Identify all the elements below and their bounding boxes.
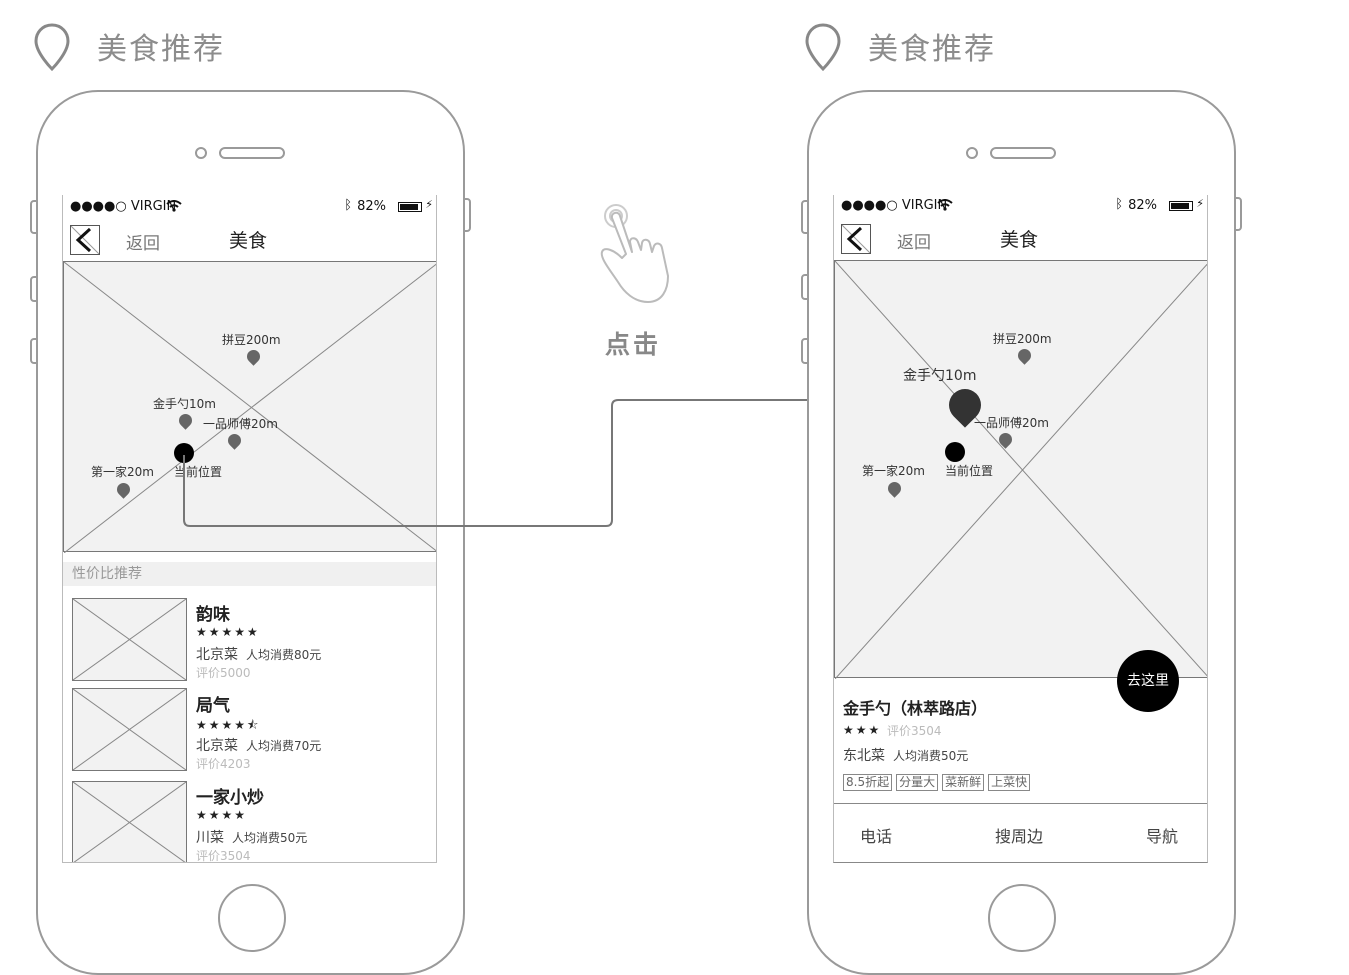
map-view[interactable]: 拼豆200m 金手勺10m 一品师傅20m 第一家20m 当前位置 bbox=[63, 261, 436, 553]
map-label-diyijia: 第一家20m bbox=[862, 464, 925, 478]
divider bbox=[834, 803, 1207, 804]
map-label-yipin: 一品师傅20m bbox=[974, 416, 1049, 430]
back-button[interactable] bbox=[70, 225, 100, 255]
screen-title: 美食推荐 bbox=[97, 32, 225, 67]
cuisine-type: 东北菜 bbox=[843, 748, 885, 764]
carrier-text: ●●●●○ VIRGIN bbox=[841, 198, 948, 213]
home-button[interactable] bbox=[218, 884, 286, 952]
review-count: 评价4203 bbox=[196, 757, 251, 771]
nav-bar: 返回 美食 bbox=[63, 217, 436, 257]
restaurant-name[interactable]: 一家小炒 bbox=[196, 788, 264, 808]
restaurant-name: 金手勺（林萃路店） bbox=[843, 699, 988, 718]
bluetooth-icon: ᛒ bbox=[1115, 197, 1123, 212]
image-placeholder-cross bbox=[73, 599, 186, 680]
screen-title: 美食推荐 bbox=[868, 32, 996, 67]
map-placeholder-cross bbox=[64, 262, 436, 553]
map-label-jinshoushao: 金手勺10m bbox=[903, 368, 977, 384]
review-count: 评价3504 bbox=[887, 724, 942, 738]
back-label[interactable]: 返回 bbox=[126, 234, 160, 254]
back-label[interactable]: 返回 bbox=[897, 233, 931, 253]
feature-tag: 8.5折起 bbox=[843, 774, 893, 791]
avg-spend: 人均消费50元 bbox=[893, 749, 969, 763]
battery-icon bbox=[1169, 201, 1193, 211]
restaurant-thumbnail[interactable] bbox=[72, 688, 187, 771]
charging-icon: ⚡ bbox=[425, 198, 433, 211]
bluetooth-icon: ᛒ bbox=[344, 198, 352, 213]
avg-spend: 人均消费50元 bbox=[232, 831, 308, 845]
map-label-pindou: 拼豆200m bbox=[993, 332, 1052, 346]
map-label-diyijia: 第一家20m bbox=[91, 465, 154, 479]
search-nearby-button[interactable]: 搜周边 bbox=[995, 827, 1044, 846]
charging-icon: ⚡ bbox=[1196, 197, 1204, 210]
cuisine-type: 北京菜 bbox=[196, 738, 238, 754]
rating-stars: ★★★ bbox=[843, 723, 882, 737]
restaurant-cuisine: 川菜人均消费50元 bbox=[196, 827, 307, 847]
feature-tags: 8.5折起分量大菜新鲜上菜快 bbox=[843, 771, 1034, 791]
restaurant-cuisine: 北京菜人均消费70元 bbox=[196, 735, 321, 755]
rating-stars: ★★★★ bbox=[196, 808, 248, 822]
location-pin-icon bbox=[34, 23, 70, 71]
front-camera bbox=[966, 147, 978, 159]
phone-screen: ●●●●○ VIRGIN ᛒ 82% ⚡ 返回 美食 拼豆200m 金手勺10m… bbox=[62, 195, 437, 863]
nav-title: 美食 bbox=[229, 230, 268, 252]
rating-stars: ★★★★★ bbox=[196, 625, 260, 639]
nav-title: 美食 bbox=[1000, 229, 1039, 251]
section-header: 性价比推荐 bbox=[63, 562, 436, 586]
current-location-dot bbox=[174, 443, 194, 463]
map-label-current: 当前位置 bbox=[945, 464, 994, 478]
battery-percent: 82% bbox=[1128, 198, 1157, 213]
speaker-grille bbox=[219, 147, 285, 159]
cuisine-type: 川菜 bbox=[196, 830, 224, 846]
restaurant-name[interactable]: 韵味 bbox=[196, 605, 230, 625]
tap-label: 点击 bbox=[605, 330, 662, 359]
cuisine-type: 北京菜 bbox=[196, 647, 238, 663]
phone-screen: ●●●●○ VIRGIN ᛒ 82% ⚡ 返回 美食 拼豆200m 金手勺10m… bbox=[833, 195, 1208, 863]
image-placeholder-cross bbox=[73, 782, 186, 862]
wifi-icon bbox=[166, 200, 182, 212]
back-button[interactable] bbox=[841, 224, 871, 254]
phone-call-button[interactable]: 电话 bbox=[860, 827, 893, 846]
carrier-text: ●●●●○ VIRGIN bbox=[70, 199, 177, 214]
location-pin-icon bbox=[805, 23, 841, 71]
feature-tag: 分量大 bbox=[896, 774, 939, 791]
go-here-button[interactable]: 去这里 bbox=[1117, 650, 1179, 712]
battery-icon bbox=[398, 202, 422, 212]
review-count: 评价3504 bbox=[196, 849, 251, 863]
navigate-button[interactable]: 导航 bbox=[1146, 827, 1179, 846]
restaurant-thumbnail[interactable] bbox=[72, 781, 187, 862]
chevron-left-icon bbox=[842, 225, 870, 253]
restaurant-cuisine: 东北菜人均消费50元 bbox=[843, 745, 968, 765]
feature-tag: 上菜快 bbox=[988, 774, 1031, 791]
chevron-left-icon bbox=[71, 226, 99, 254]
feature-tag: 菜新鲜 bbox=[942, 774, 985, 791]
map-view[interactable]: 拼豆200m 金手勺10m 一品师傅20m 第一家20m 当前位置 bbox=[834, 260, 1207, 679]
wifi-icon bbox=[937, 199, 953, 211]
current-location-dot bbox=[945, 442, 965, 462]
status-bar: ●●●●○ VIRGIN ᛒ 82% ⚡ bbox=[63, 197, 436, 217]
speaker-grille bbox=[990, 147, 1056, 159]
map-label-yipin: 一品师傅20m bbox=[203, 417, 278, 431]
map-placeholder-cross bbox=[835, 261, 1207, 679]
status-bar: ●●●●○ VIRGIN ᛒ 82% ⚡ bbox=[834, 196, 1207, 216]
map-label-jinshoushao: 金手勺10m bbox=[153, 397, 216, 411]
restaurant-name[interactable]: 局气 bbox=[196, 696, 230, 716]
restaurant-cuisine: 北京菜人均消费80元 bbox=[196, 644, 321, 664]
map-label-current: 当前位置 bbox=[174, 465, 223, 479]
map-label-pindou: 拼豆200m bbox=[222, 333, 281, 347]
front-camera bbox=[195, 147, 207, 159]
avg-spend: 人均消费70元 bbox=[246, 739, 322, 753]
nav-bar: 返回 美食 bbox=[834, 216, 1207, 256]
restaurant-thumbnail[interactable] bbox=[72, 598, 187, 681]
battery-percent: 82% bbox=[357, 199, 386, 214]
home-button[interactable] bbox=[988, 884, 1056, 952]
hand-tap-icon bbox=[600, 204, 669, 303]
image-placeholder-cross bbox=[73, 689, 186, 770]
review-count: 评价5000 bbox=[196, 666, 251, 680]
avg-spend: 人均消费80元 bbox=[246, 648, 322, 662]
rating-stars: ★★★★⯪ bbox=[196, 718, 261, 732]
